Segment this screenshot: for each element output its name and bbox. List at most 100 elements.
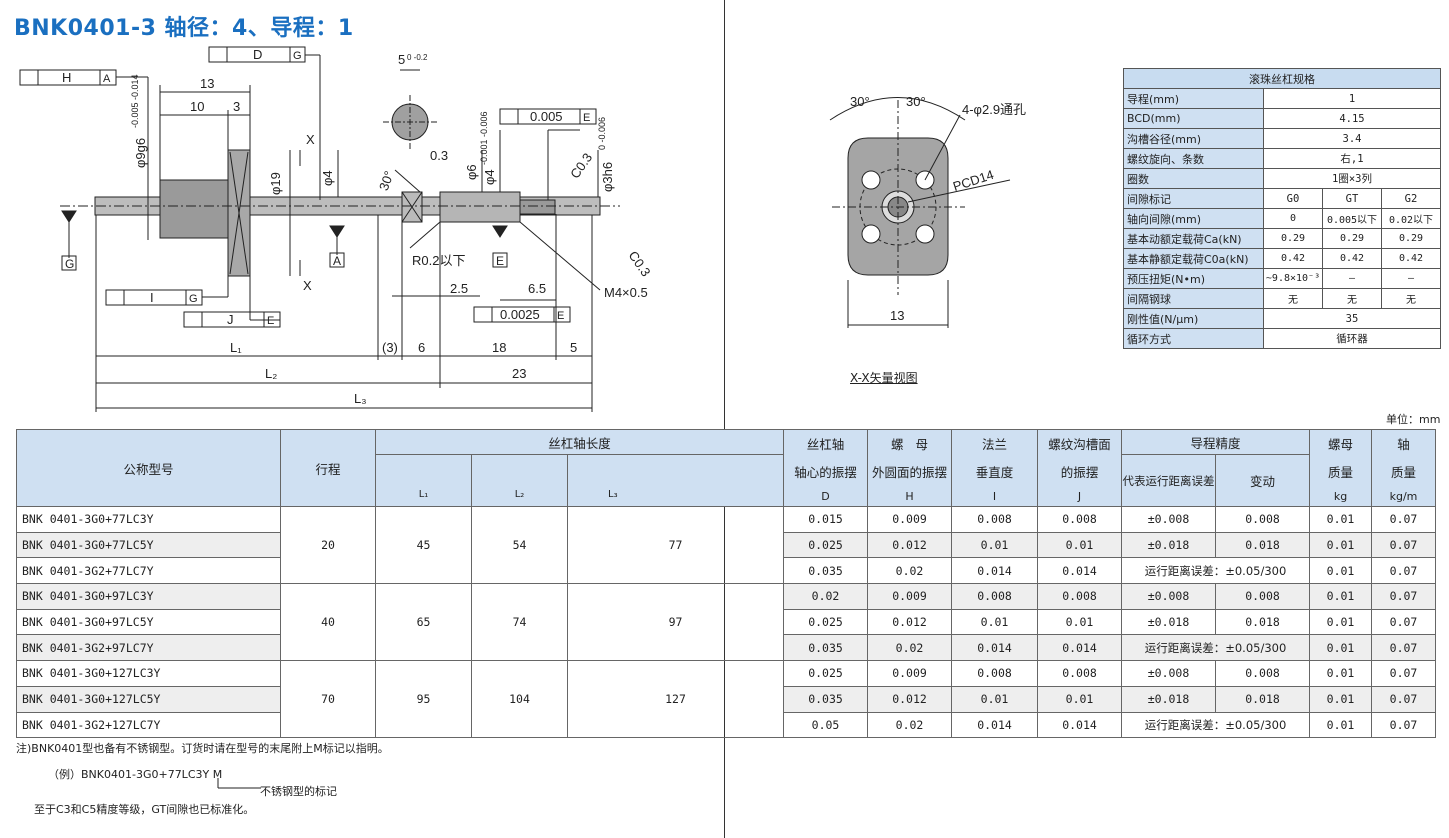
cell-j: 0.008 [1037,506,1122,533]
cell-h: 0.012 [867,531,952,559]
spec-value: 无 [1381,288,1441,309]
note-leader [217,778,261,789]
spec-gap: G2 [1381,188,1441,209]
spec-label: 基本动额定载荷Ca(kN) [1123,228,1264,249]
spec-label: 刚性值(N/μm) [1123,308,1264,329]
label-e: E [496,254,504,268]
cell-i: 0.008 [951,660,1038,687]
model-cell: BNK 0401-3G0+127LC5Y [16,685,281,713]
spec-label: 轴向间隙(mm) [1123,208,1264,229]
label-x2: X [303,278,312,293]
cell-l2: 54 [471,505,568,585]
spec-value: 右,1 [1263,148,1441,169]
cell-nut-mass: 0.01 [1309,634,1373,662]
tol-005-label: 0.005 [530,109,563,124]
dim-4b: φ4 [482,169,497,185]
cell-nut-mass: 0.01 [1309,583,1373,610]
cell-lead-span: 运行距离误差：±0.05/300 [1120,634,1311,662]
spec-value: 0.02以下 [1381,208,1441,229]
spec-value: — [1381,268,1441,289]
tol-j-label: J [227,312,234,327]
dim-6: φ6 [464,164,479,180]
cell-l2: 74 [471,583,568,662]
label-a: A [333,254,341,268]
cell-d: 0.035 [783,634,868,662]
cell-d: 0.025 [783,608,868,636]
flange-angle-2: 30° [906,94,926,109]
spec-value: 0.42 [1322,248,1382,269]
cell-d: 0.025 [783,531,868,559]
model-cell: BNK 0401-3G0+97LC3Y [16,583,281,610]
cell-j: 0.01 [1037,685,1122,713]
spec-value: ~9.8×10⁻³ [1263,268,1323,289]
cell-l1: 65 [375,583,472,662]
header-rep-error: 代表运行距离误差 [1121,454,1216,507]
cell-shaft-mass: 0.07 [1371,608,1437,636]
cell-rep: ±0.018 [1121,685,1216,713]
cell-i: 0.01 [951,608,1038,636]
dim-5-tol: 0 -0.2 [407,53,428,62]
divider [724,0,725,838]
spec-label: 基本静额定载荷C0a(kN) [1123,248,1264,269]
spec-label: 螺纹旋向、条数 [1123,148,1264,169]
spec-label: 圈数 [1123,168,1264,189]
cell-shaft-mass: 0.07 [1371,711,1437,739]
cell-var: 0.008 [1214,660,1311,687]
spec-value: 循环器 [1263,328,1441,349]
label-x1: X [306,132,315,147]
spec-label: 间隙标记 [1123,188,1264,209]
dim-3h6: φ3h6 [600,162,615,192]
tol-005-ref: E [583,112,590,124]
spec-gap: GT [1322,188,1382,209]
header-stroke: 行程 [280,429,376,507]
cell-shaft-mass: 0.07 [1371,660,1437,687]
cell-h: 0.02 [867,557,952,585]
cell-stroke: 20 [280,505,376,585]
flange-holes: 4-φ2.9通孔 [962,102,1026,117]
dim-9g6-tol: -0.005 -0.014 [130,74,140,128]
cell-i: 0.014 [951,711,1038,739]
spec-value: 35 [1263,308,1441,329]
unit-label: 单位：mm [1386,413,1441,426]
cell-d: 0.05 [783,711,868,739]
dim-19: φ19 [268,172,283,195]
cell-nut-mass: 0.01 [1309,660,1373,687]
cell-d: 0.02 [783,583,868,610]
cell-shaft-mass: 0.07 [1371,531,1437,559]
cell-h: 0.009 [867,583,952,610]
tol-h-ref: A [103,73,111,85]
spec-value: 无 [1322,288,1382,309]
spec-header: 滚珠丝杠规格 [1123,68,1441,89]
note-2: 至于C3和C5精度等级，GT间隙也已标准化。 [34,803,255,816]
spec-value: 0.42 [1263,248,1323,269]
model-cell: BNK 0401-3G2+127LC7Y [16,711,281,739]
dim-30: 30° [376,169,397,193]
spec-row: 间隔钢球无无无 [1123,288,1441,309]
spec-row: 导程(mm)1 [1123,88,1441,109]
cell-rep: ±0.008 [1121,506,1216,533]
page-title: BNK0401-3 轴径：4、导程：1 [14,16,354,41]
dim-l3: L₃ [354,391,367,406]
dim-p3: (3) [382,340,398,355]
spec-value: 1圈×3列 [1263,168,1441,189]
cell-rep: ±0.008 [1121,660,1216,687]
spec-row: 沟槽谷径(mm)3.4 [1123,128,1441,149]
cell-var: 0.018 [1214,685,1311,713]
header-L3: L₃ [567,454,784,507]
spec-value: 0.29 [1322,228,1382,249]
dim-18: 18 [492,340,506,355]
cell-j: 0.01 [1037,608,1122,636]
flange-width: 13 [890,308,904,323]
cell-h: 0.009 [867,506,952,533]
cell-d: 0.035 [783,685,868,713]
dim-r02: R0.2以下 [412,253,465,268]
cell-i: 0.014 [951,634,1038,662]
